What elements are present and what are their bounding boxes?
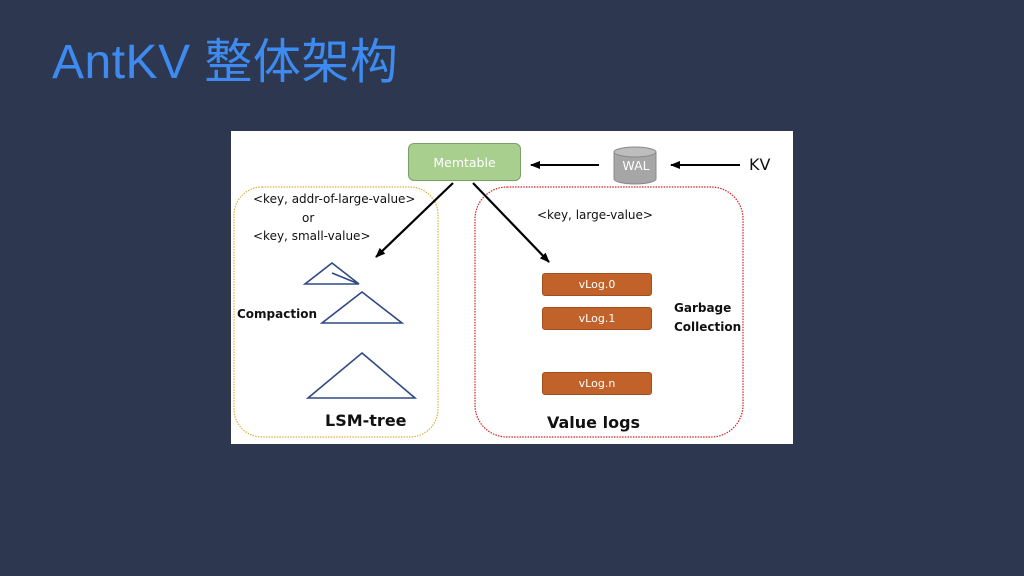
value-logs-container <box>474 186 744 438</box>
garbage-label: Garbage <box>674 301 732 315</box>
collection-label: Collection <box>674 320 742 334</box>
lsm-level-1-triangle <box>319 290 405 324</box>
vlog-key-large-label: <key, large-value> <box>537 208 653 222</box>
wal-label: WAL <box>622 158 650 173</box>
value-logs-label: Value logs <box>547 413 641 432</box>
arrow-memtable-to-vlog <box>472 182 550 263</box>
wal-icon <box>613 146 657 185</box>
lsm-tree-container <box>233 186 439 438</box>
lsm-level-0-triangle <box>302 261 360 285</box>
slide-title: AntKV 整体架构 <box>52 36 399 89</box>
diagram-graphics <box>233 146 744 438</box>
lsm-key-addr-label: <key, addr-of-large-value> <box>253 192 416 206</box>
memtable-node: Memtable <box>408 143 521 181</box>
arrow-memtable-to-lsm <box>375 182 454 258</box>
vlog-0: vLog.0 <box>542 273 652 296</box>
compaction-label: Compaction <box>237 307 317 321</box>
architecture-diagram: Memtable WAL KV <key, addr-of-large-valu… <box>231 131 793 444</box>
vlog-1: vLog.1 <box>542 307 652 330</box>
lsm-tree-label: LSM-tree <box>325 411 407 430</box>
lsm-or-label: or <box>302 211 315 225</box>
lsm-key-small-label: <key, small-value> <box>253 229 371 243</box>
kv-label: KV <box>749 155 771 174</box>
vlog-n: vLog.n <box>542 372 652 395</box>
lsm-level-n-triangle <box>305 351 418 399</box>
